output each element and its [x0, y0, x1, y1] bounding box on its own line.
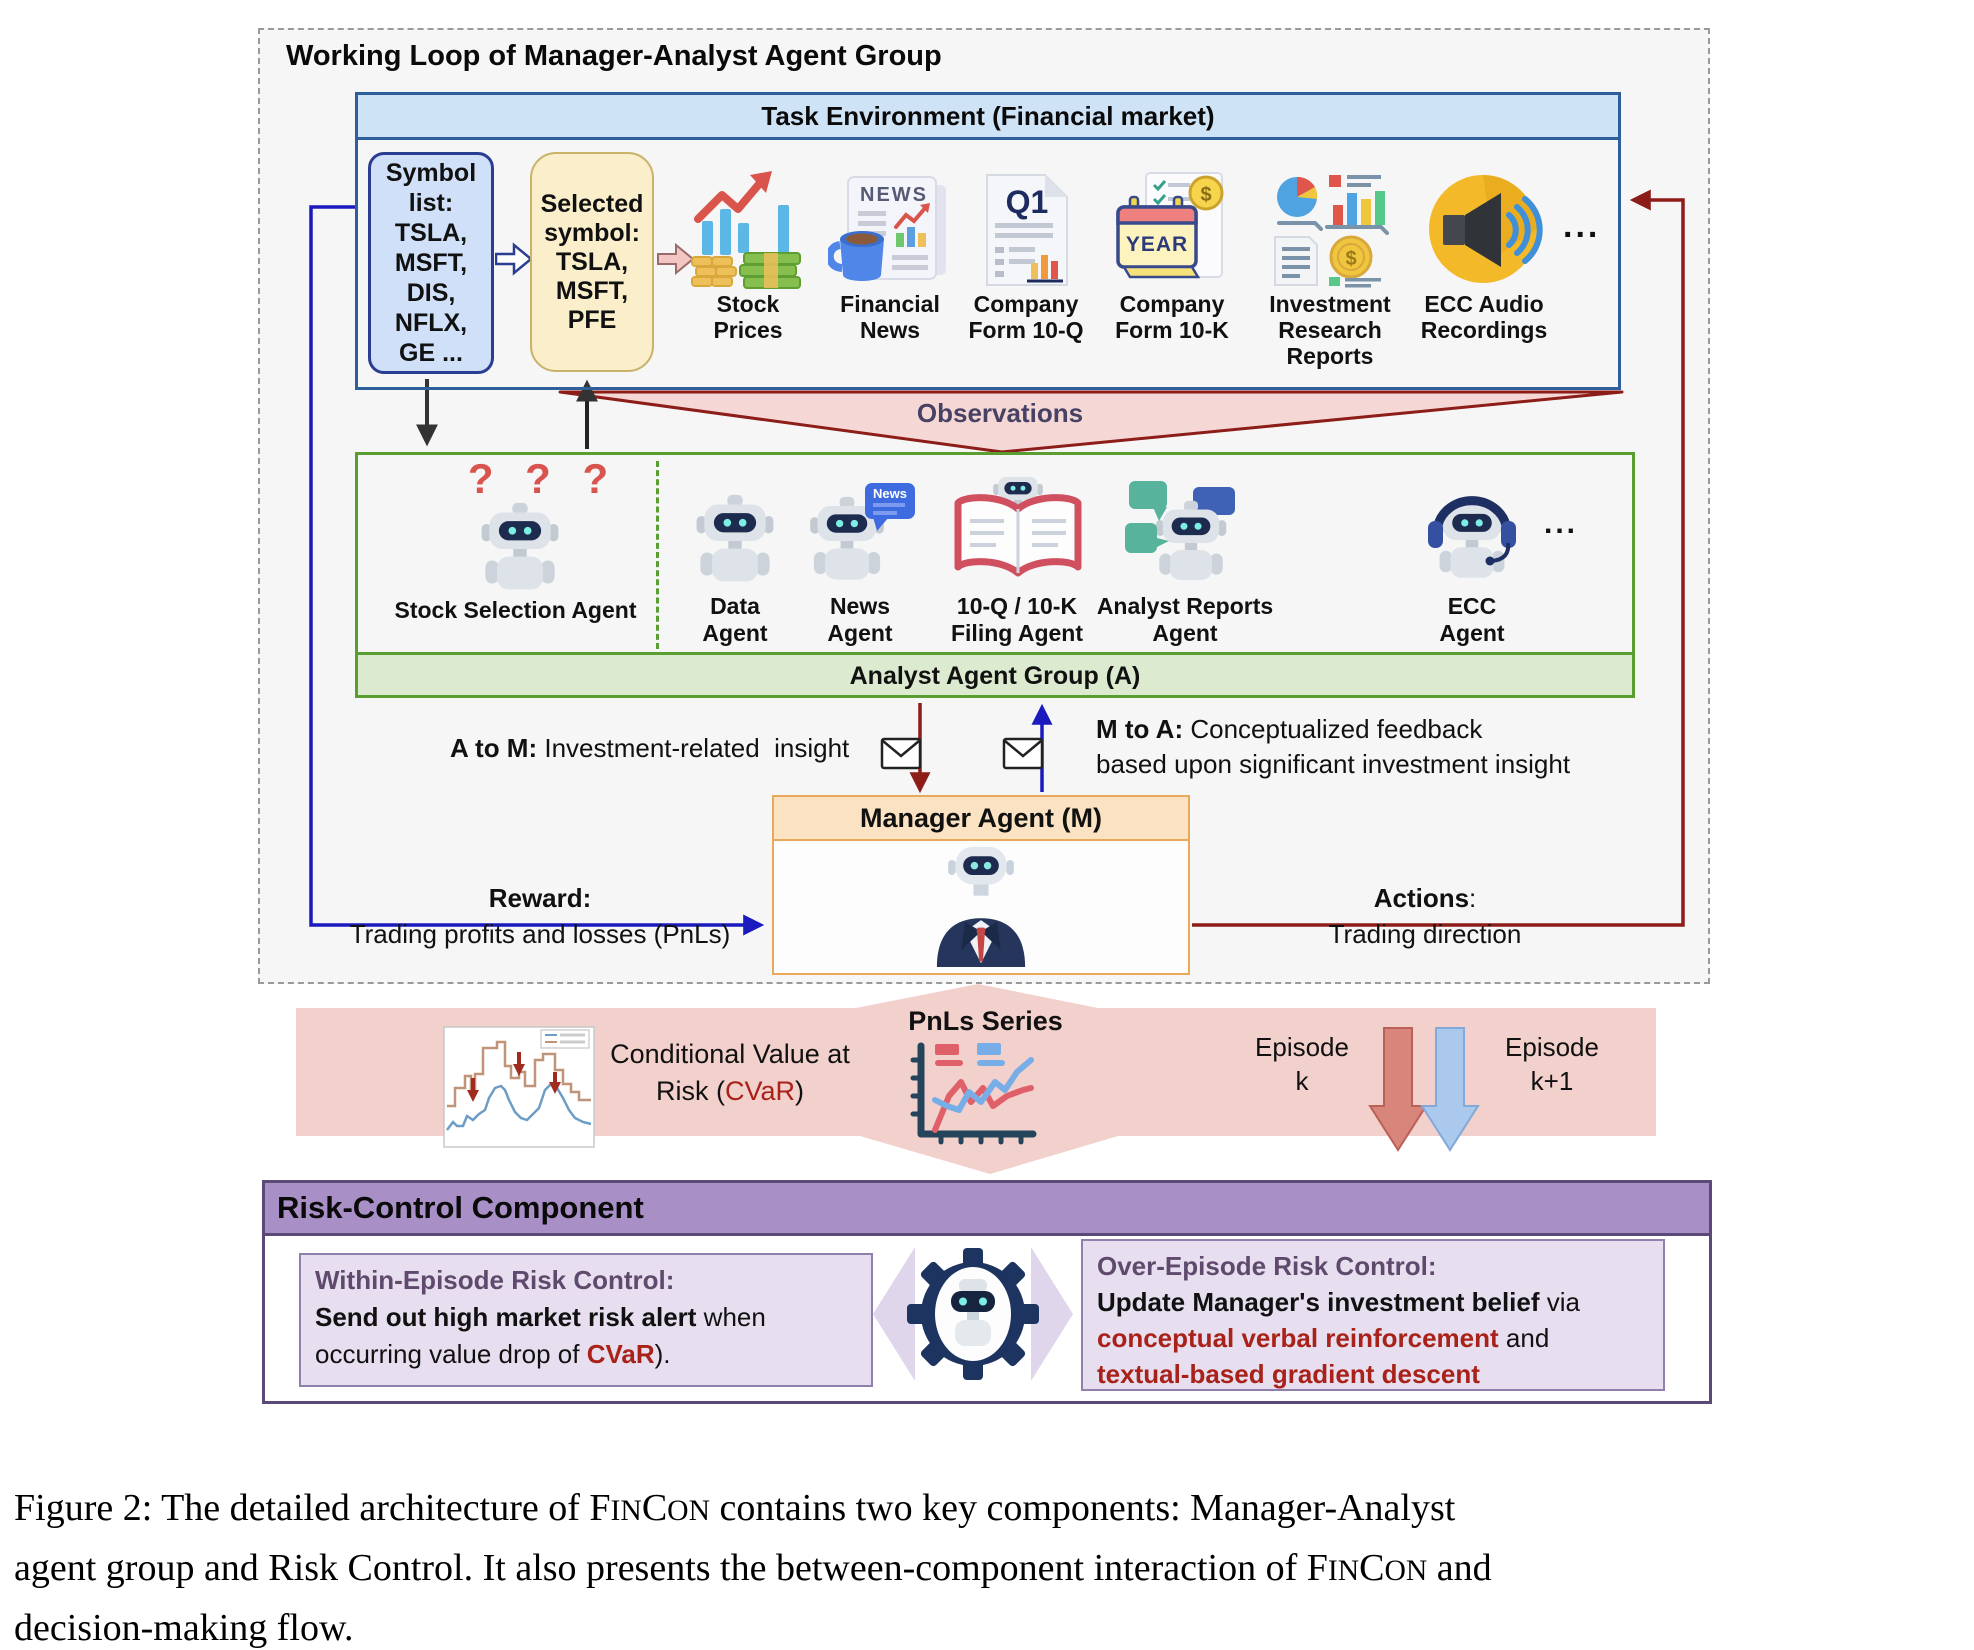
selected-symbol-box: Selected symbol: TSLA, MSFT, PFE	[530, 152, 654, 372]
filing-agent-book-icon	[954, 477, 1082, 577]
financial-news-icon: NEWS	[828, 176, 946, 281]
stock-prices-icon	[691, 171, 801, 289]
agent-filing: 10-Q / 10-K Filing Agent	[932, 463, 1102, 647]
manager-agent-header: Manager Agent (M)	[774, 797, 1188, 841]
pnls-series-chart-icon	[910, 1042, 1037, 1145]
svg-text:$: $	[1200, 184, 1211, 206]
m-to-a-label: M to A: Conceptualized feedback based up…	[1096, 714, 1571, 779]
a-to-m-label: A to M: Investment-related insight	[450, 733, 850, 763]
envelope-icon	[1002, 737, 1044, 770]
investment-research-icon: $	[1274, 175, 1389, 288]
agents-ellipsis: ...	[1544, 507, 1579, 540]
risk-gear-robot-icon	[873, 1247, 1073, 1381]
question-marks: ? ? ?	[467, 455, 619, 502]
form-10q-icon: Q1	[985, 174, 1068, 286]
actions-label: Actions: Trading direction	[1328, 883, 1522, 949]
envelope-icon	[880, 737, 922, 770]
news-agent-robot-icon: News	[810, 483, 915, 580]
source-form-10k: $ YEAR Company Form 10-K	[1109, 165, 1235, 343]
manager-agent-box: Manager Agent (M)	[772, 795, 1190, 975]
news-bubble-text: News	[873, 486, 907, 501]
ecc-agent-robot-icon	[1428, 496, 1516, 578]
risk-control-box: Risk-Control Component Within-Episode Ri…	[262, 1180, 1712, 1404]
episode-k1-arrow	[1420, 1027, 1480, 1152]
cvar-chart	[443, 1026, 595, 1148]
task-environment-header: Task Environment (Financial market)	[358, 95, 1618, 140]
group-divider	[656, 461, 659, 649]
agent-news: News News Agent	[795, 463, 925, 647]
chevron-right-icon	[1031, 1247, 1073, 1381]
data-agent-robot-icon	[696, 494, 774, 582]
manager-robot-icon	[936, 846, 1026, 967]
source-financial-news: NEWS Financial News	[824, 165, 956, 343]
chevron-left-icon	[873, 1247, 915, 1381]
episode-k1-label: Episode k+1	[1505, 1032, 1599, 1096]
reports-agent-robot-icon	[1125, 481, 1235, 580]
svg-text:$: $	[1345, 248, 1356, 270]
source-ecc-audio: ECC Audio Recordings	[1409, 165, 1559, 343]
agent-data: Data Agent	[675, 463, 795, 647]
observations-funnel	[558, 390, 1624, 454]
within-episode-box: Within-Episode Risk Control: Send out hi…	[299, 1253, 873, 1387]
analyst-group-box: ? ? ? Stock Selection Agent Data Agent N…	[355, 452, 1635, 698]
cvar-label: Conditional Value at Risk (CVaR)	[610, 1039, 850, 1106]
risk-control-header: Risk-Control Component	[265, 1183, 1709, 1236]
episode-k-arrow	[1368, 1027, 1428, 1152]
agent-analyst-reports: Analyst Reports Agent	[1090, 463, 1280, 647]
over-episode-box: Over-Episode Risk Control: Update Manage…	[1081, 1239, 1665, 1391]
figure-caption: Figure 2: The detailed architecture of F…	[14, 1487, 1492, 1649]
env-ellipsis: ...	[1563, 207, 1601, 245]
actions-arrow	[1192, 189, 1685, 927]
q1-doc-text: Q1	[1005, 184, 1048, 220]
source-stock-prices: Stock Prices	[683, 165, 813, 343]
ecc-audio-icon	[1429, 175, 1543, 283]
agent-ecc: ECC Agent	[1412, 463, 1532, 647]
hollow-right-arrow-icon	[495, 242, 533, 276]
stock-selection-robot-icon	[481, 502, 559, 590]
source-form-10q: Q1 Company Form 10-Q	[966, 165, 1086, 343]
working-loop-title: Working Loop of Manager-Analyst Agent Gr…	[286, 40, 942, 72]
reward-label: Reward: Trading profits and losses (PnLs…	[349, 883, 731, 949]
source-investment-research: $ Investment Research Reports	[1260, 165, 1400, 369]
observations-label: Observations	[916, 398, 1084, 428]
pnls-series-label: PnLs Series	[908, 1006, 1063, 1036]
year-doc-text: YEAR	[1126, 233, 1188, 256]
episode-k-label: Episode k	[1255, 1032, 1349, 1096]
pink-right-arrow-icon	[657, 242, 695, 276]
reward-arrow	[309, 205, 765, 936]
symbol-list-box: Symbol list: TSLA, MSFT, DIS, NFLX, GE .…	[368, 152, 494, 374]
analyst-group-bar: Analyst Agent Group (A)	[358, 652, 1632, 695]
news-doc-text: NEWS	[860, 184, 928, 206]
stock-selection-agent-label: Stock Selection Agent	[394, 597, 637, 623]
pnls-transition-band	[296, 984, 1656, 1174]
task-environment-box: Task Environment (Financial market) Symb…	[355, 92, 1621, 390]
form-10k-icon: $ YEAR	[1116, 172, 1224, 279]
